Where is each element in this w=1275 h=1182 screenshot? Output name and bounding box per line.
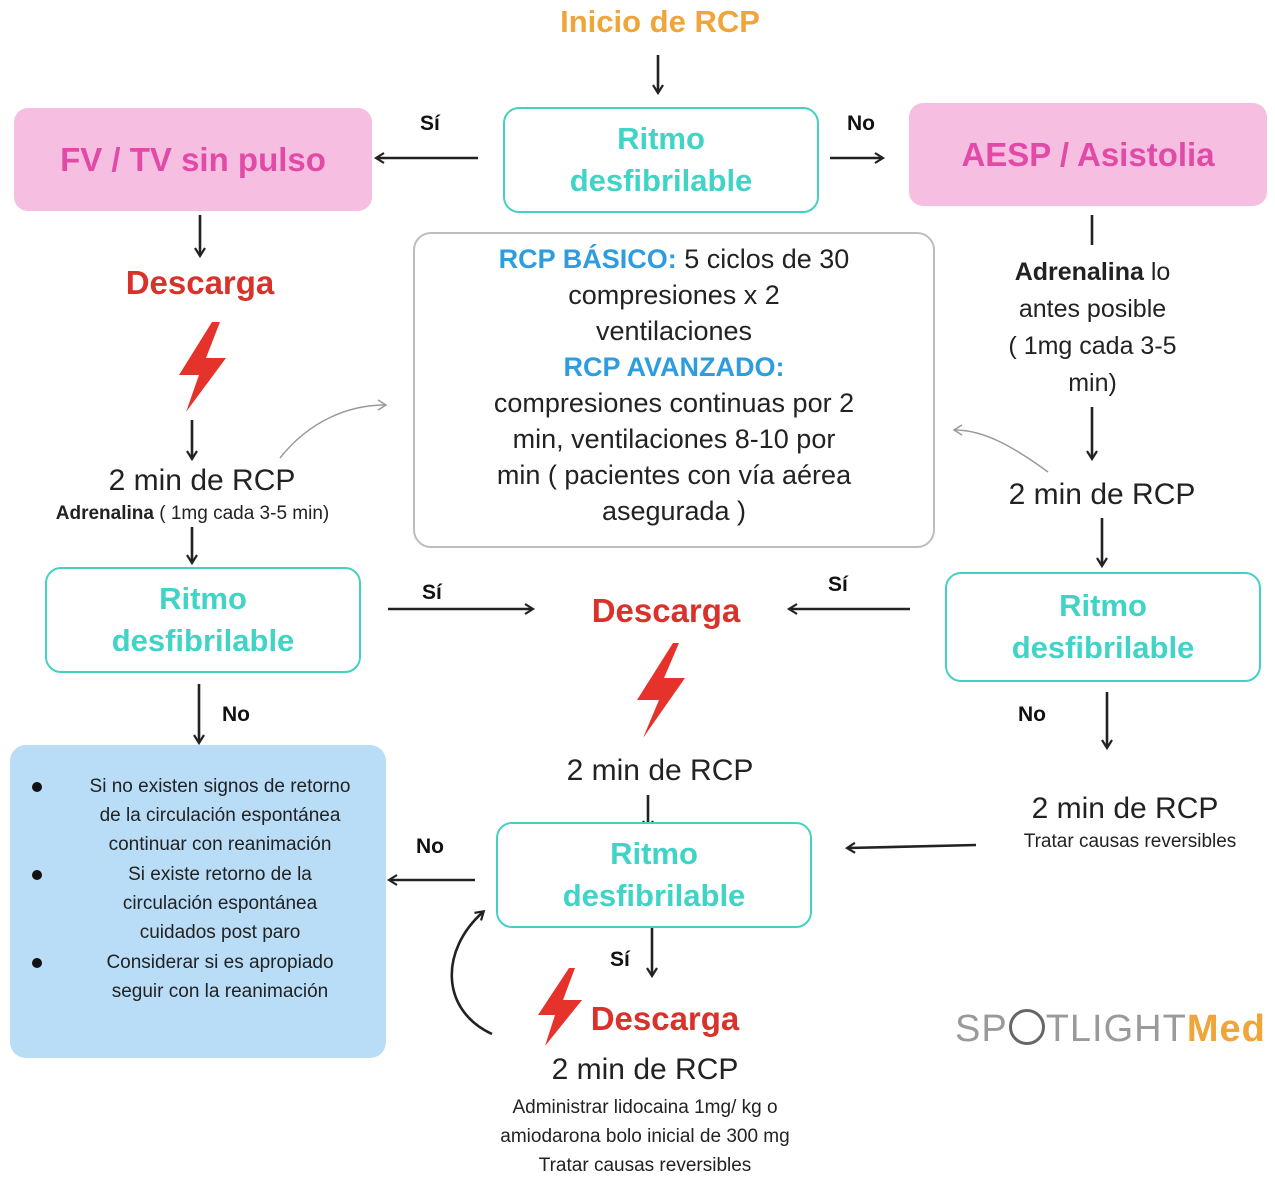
pea-asystole-title: AESP / Asistolia	[961, 135, 1215, 173]
decision-label: desfibrilable	[111, 623, 295, 658]
arrow-icon	[952, 424, 1049, 473]
decision-label: desfibrilable	[1011, 630, 1195, 665]
brand-part: Med	[1186, 1008, 1266, 1050]
basic-cpr-text: 5 ciclos de 30	[676, 244, 850, 274]
basic-cpr-text: compresiones x 2	[568, 280, 780, 310]
advanced-cpr-text: min ( pacientes con vía aérea	[496, 460, 852, 490]
brand-logo: SP TLIGHTMed	[955, 1008, 1266, 1051]
brand-part: SP	[955, 1008, 1008, 1050]
note-text: cuidados post paro	[139, 922, 301, 943]
vf-vt-title: FV / TV sin pulso	[60, 140, 326, 178]
adrenaline-dose: ( 1mg cada 3-5 min)	[153, 503, 330, 524]
start-title: Inicio de RCP	[560, 4, 760, 39]
bullet-icon	[32, 870, 42, 880]
adrenaline-bold: Adrenalina	[55, 503, 154, 524]
no-label: No	[847, 112, 875, 135]
decision-box-right: Ritmo desfibrilable	[945, 572, 1261, 682]
brand-part: TLIGHT	[1045, 1008, 1187, 1050]
note-text: continuar con reanimación	[108, 834, 332, 855]
no-label: No	[1018, 703, 1046, 726]
note-text: circulación espontánea	[122, 893, 318, 914]
note-text: Si no existen signos de retorno	[89, 776, 351, 797]
reversible-causes: Tratar causas reversibles	[1023, 831, 1237, 852]
lightning-icon	[637, 643, 685, 738]
decision-label: Ritmo	[159, 581, 247, 616]
lightning-icon	[538, 968, 582, 1046]
decision-label: desfibrilable	[562, 878, 746, 913]
basic-cpr-heading: RCP BÁSICO:	[498, 244, 677, 274]
lightning-icon	[179, 322, 226, 412]
shock-label: Descarga	[591, 592, 741, 629]
adrenaline-text: min)	[1068, 369, 1117, 397]
drug-note: Tratar causas reversibles	[538, 1155, 752, 1176]
yes-label: Sí	[422, 581, 442, 604]
cpr-label: 2 min de RCP	[566, 754, 754, 787]
decision-label: Ritmo	[617, 121, 705, 156]
no-label: No	[416, 835, 444, 858]
note-text: seguir con la reanimación	[111, 981, 329, 1002]
decision-label: Ritmo	[610, 836, 698, 871]
adrenaline-note: Adrenalina lo antes posible ( 1mg cada 3…	[970, 254, 1215, 402]
note-text: Si existe retorno de la	[128, 864, 312, 885]
advanced-cpr-heading: RCP AVANZADO:	[563, 352, 785, 382]
drug-note: amiodarona bolo inicial de 300 mg	[500, 1126, 790, 1147]
advanced-cpr-text: compresiones continuas por 2	[493, 388, 855, 418]
adrenaline-note: Adrenalina ( 1mg cada 3-5 min)	[0, 503, 385, 525]
cpr-label: 2 min de RCP	[1031, 792, 1219, 825]
adrenaline-bold: Adrenalina	[1014, 258, 1144, 286]
notes-box: Si no existen signos de retorno de la ci…	[10, 745, 386, 1058]
adrenaline-text: lo	[1143, 258, 1171, 286]
bullet-icon	[32, 782, 42, 792]
loop-arrow-icon	[450, 909, 493, 1036]
shock-label: Descarga	[125, 264, 275, 301]
cpr-label: 2 min de RCP	[108, 464, 296, 497]
decision-box-top: Ritmo desfibrilable	[503, 107, 819, 213]
yes-label: Sí	[420, 112, 440, 135]
cpr-label: 2 min de RCP	[551, 1053, 739, 1086]
decision-label: Ritmo	[1059, 588, 1147, 623]
advanced-cpr-text: min, ventilaciones 8-10 por	[512, 424, 836, 454]
shock-label: Descarga	[590, 1000, 740, 1037]
no-label: No	[222, 703, 250, 726]
advanced-cpr-text: asegurada )	[601, 496, 747, 526]
decision-box-bottom: Ritmo desfibrilable	[496, 822, 812, 928]
decision-box-left: Ritmo desfibrilable	[45, 567, 361, 673]
cpr-label: 2 min de RCP	[1008, 478, 1196, 511]
decision-label: desfibrilable	[569, 163, 753, 198]
drug-note: Administrar lidocaina 1mg/ kg o	[512, 1097, 778, 1118]
note-text: Considerar si es apropiado	[106, 952, 334, 973]
cpr-info-box: RCP BÁSICO: 5 ciclos de 30 compresiones …	[413, 232, 935, 548]
adrenaline-text: ( 1mg cada 3-5	[1008, 332, 1177, 360]
yes-label: Sí	[610, 948, 630, 971]
vf-vt-box: FV / TV sin pulso	[14, 108, 372, 211]
brand-o-icon	[1008, 1009, 1045, 1045]
pea-asystole-box: AESP / Asistolia	[909, 103, 1267, 206]
arrow-icon	[279, 399, 388, 459]
adrenaline-text: antes posible	[1018, 295, 1167, 323]
yes-label: Sí	[828, 573, 848, 596]
arrow-icon	[844, 841, 977, 854]
bullet-icon	[32, 958, 42, 968]
note-text: de la circulación espontánea	[99, 805, 341, 826]
basic-cpr-text: ventilaciones	[595, 316, 753, 346]
